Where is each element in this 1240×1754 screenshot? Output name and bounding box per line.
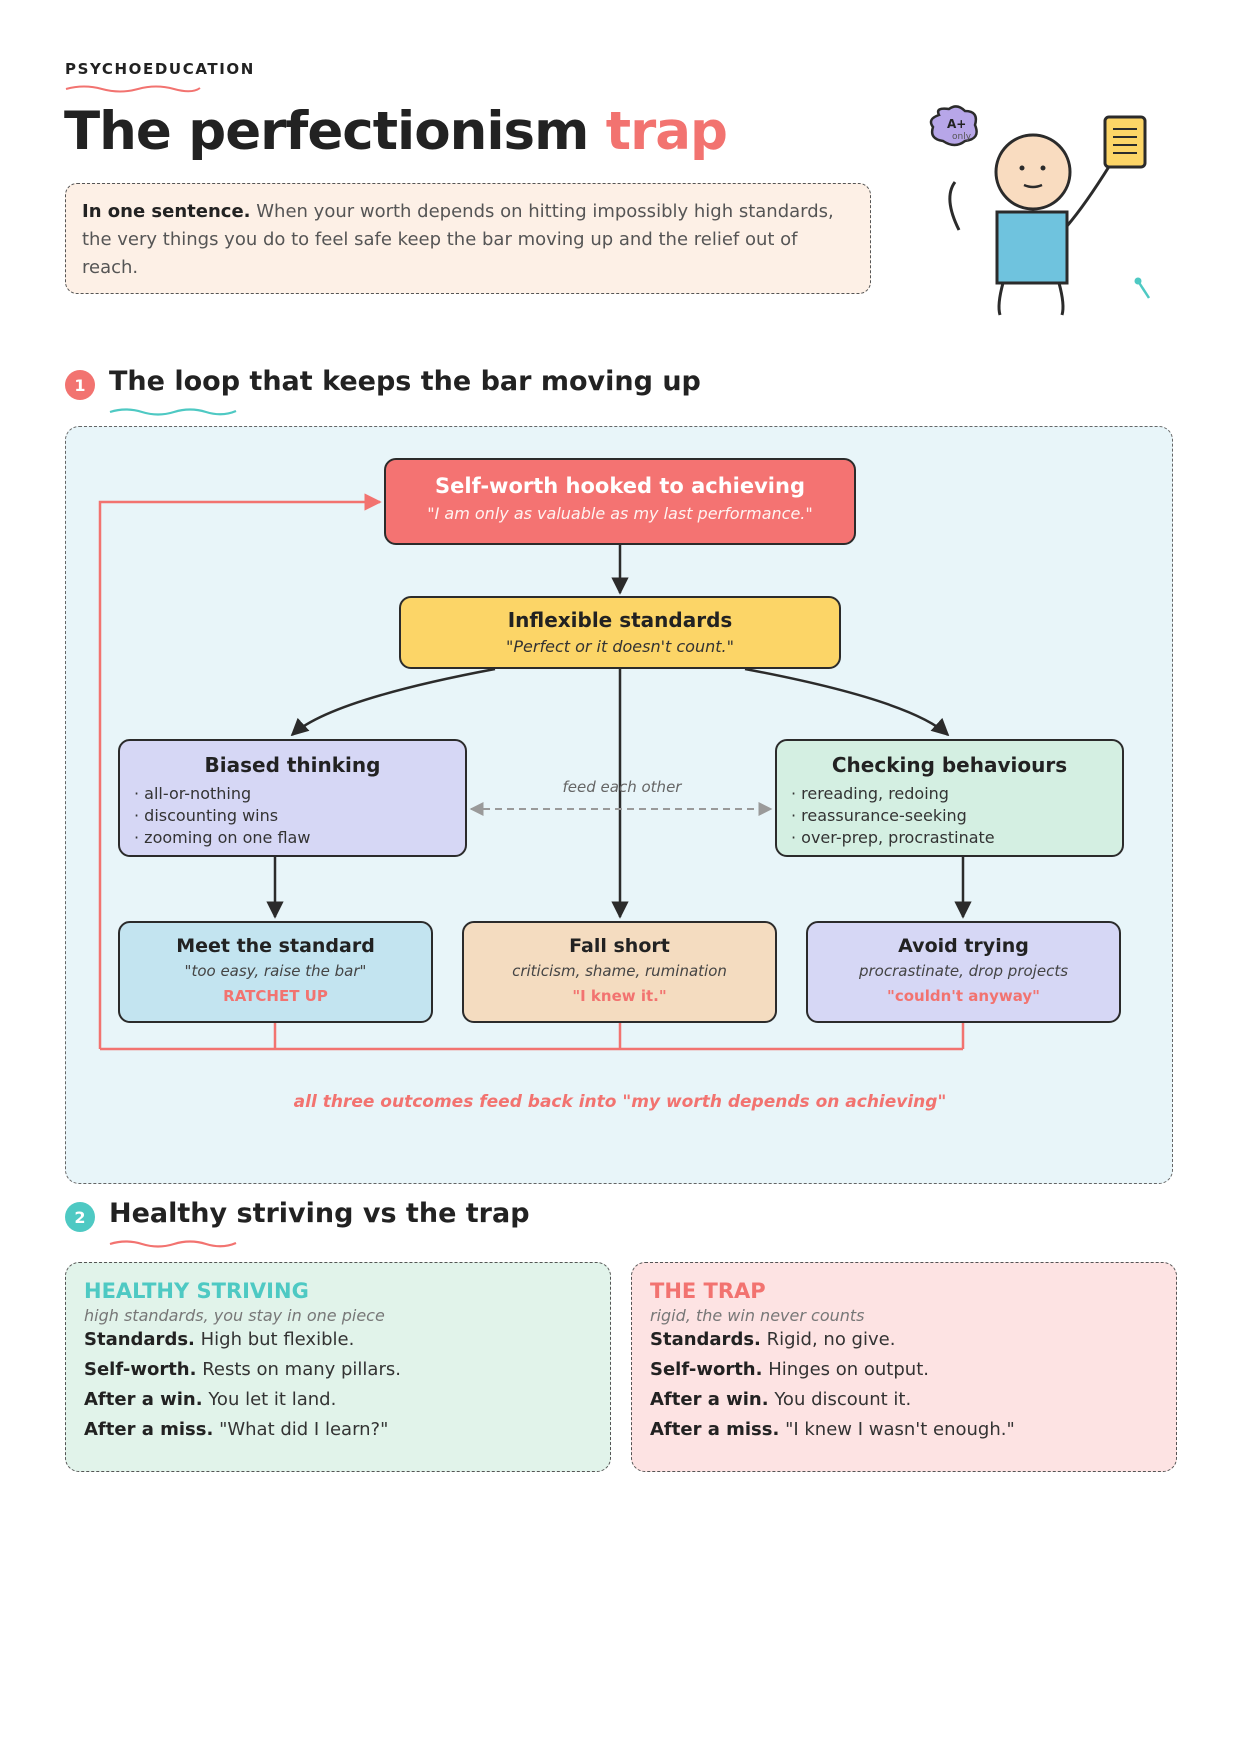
box-biased-thinking: Biased thinking · all-or-nothing · disco… xyxy=(118,739,467,857)
healthy-row-standards: Standards. High but flexible. xyxy=(84,1329,355,1351)
notepad-icon xyxy=(1103,115,1147,169)
section1-title: The loop that keeps the bar moving up xyxy=(109,366,701,397)
list-item: · rereading, redoing xyxy=(791,784,949,803)
healthy-striving-card: HEALTHY STRIVING high standards, you sta… xyxy=(65,1262,611,1472)
section1-number: 1 xyxy=(65,370,95,400)
figure-head xyxy=(994,133,1072,211)
list-item: · discounting wins xyxy=(134,806,279,825)
box-self-worth-quote: "I am only as valuable as my last perfor… xyxy=(427,504,813,523)
checking-list: · rereading, redoing · reassurance-seeki… xyxy=(777,783,1122,849)
figure-right-arm xyxy=(1065,164,1112,227)
eyebrow-underline xyxy=(65,85,201,93)
box-avoid-result: "couldn't anyway" xyxy=(887,987,1040,1005)
section1-underline xyxy=(109,408,237,416)
summary-lead: In one sentence. xyxy=(82,201,251,222)
trap-row-self-worth: Self-worth. Hinges on output. xyxy=(650,1359,929,1381)
badge-subtext: only xyxy=(952,132,972,142)
summary-text: When your worth depends on hitting impos… xyxy=(82,201,834,278)
figure-left-arm xyxy=(948,181,961,231)
box-self-worth: Self-worth hooked to achieving "I am onl… xyxy=(384,458,856,545)
trap-title: THE TRAP xyxy=(650,1279,766,1303)
summary-box: In one sentence. When your worth depends… xyxy=(65,183,871,294)
section2-underline xyxy=(109,1240,237,1248)
box-standards-title: Inflexible standards xyxy=(507,608,733,632)
biased-list: · all-or-nothing · discounting wins · zo… xyxy=(120,783,465,849)
box-checking-behaviours: Checking behaviours · rereading, redoing… xyxy=(775,739,1124,857)
eyebrow-label: PSYCHOEDUCATION xyxy=(65,60,255,78)
speech-bubble-icon: A+ only xyxy=(929,105,978,147)
box-meet-standard: Meet the standard "too easy, raise the b… xyxy=(118,921,433,1023)
figure-illustration: A+ only xyxy=(929,105,1151,316)
box-checking-title: Checking behaviours xyxy=(831,753,1068,777)
title-main: The perfectionism xyxy=(64,101,589,162)
box-meet-title: Meet the standard xyxy=(176,935,375,957)
trap-subtitle: rigid, the win never counts xyxy=(650,1306,865,1326)
section2-title: Healthy striving vs the trap xyxy=(109,1198,530,1229)
healthy-row-after-miss: After a miss. "What did I learn?" xyxy=(84,1419,389,1441)
trap-row-after-win: After a win. You discount it. xyxy=(650,1389,912,1411)
feed-each-other-label: feed each other xyxy=(562,778,682,796)
box-fall-sub: criticism, shame, rumination xyxy=(512,962,727,980)
box-avoid-title: Avoid trying xyxy=(898,935,1029,957)
list-item: · reassurance-seeking xyxy=(791,806,967,825)
title-accent: trap xyxy=(605,101,728,162)
trap-row-standards: Standards. Rigid, no give. xyxy=(650,1329,896,1351)
box-fall-short: Fall short criticism, shame, rumination … xyxy=(462,921,777,1023)
healthy-row-self-worth: Self-worth. Rests on many pillars. xyxy=(84,1359,401,1381)
loop-note: all three outcomes feed back into "my wo… xyxy=(293,1092,947,1112)
trap-row-after-miss: After a miss. "I knew I wasn't enough." xyxy=(650,1419,1015,1441)
healthy-title: HEALTHY STRIVING xyxy=(84,1279,309,1303)
box-standards-quote: "Perfect or it doesn't count." xyxy=(506,637,734,656)
list-item: · over-prep, procrastinate xyxy=(791,828,995,847)
healthy-subtitle: high standards, you stay in one piece xyxy=(84,1306,385,1326)
feedback-loop-line xyxy=(98,502,965,1051)
box-biased-title: Biased thinking xyxy=(204,753,381,777)
box-meet-result: RATCHET UP xyxy=(223,987,328,1005)
arrow-standards-to-biased xyxy=(290,667,496,737)
list-item: · zooming on one flaw xyxy=(134,828,311,847)
healthy-row-after-win: After a win. You let it land. xyxy=(84,1389,337,1411)
box-avoid-sub: procrastinate, drop projects xyxy=(858,962,1069,980)
figure-body xyxy=(995,210,1069,285)
the-trap-card: THE TRAP rigid, the win never counts Sta… xyxy=(631,1262,1177,1472)
section2-number: 2 xyxy=(65,1202,95,1232)
box-meet-sub: "too easy, raise the bar" xyxy=(184,962,367,980)
pin-icon xyxy=(1134,277,1151,299)
box-fall-result: "I knew it." xyxy=(572,987,667,1005)
box-avoid-trying: Avoid trying procrastinate, drop project… xyxy=(806,921,1121,1023)
badge-text: A+ xyxy=(947,117,966,131)
page-title: The perfectionism trap xyxy=(64,100,728,164)
list-item: · all-or-nothing xyxy=(134,784,252,803)
arrow-standards-to-checking xyxy=(744,667,950,737)
box-self-worth-title: Self-worth hooked to achieving xyxy=(435,474,805,498)
box-inflexible-standards: Inflexible standards "Perfect or it does… xyxy=(399,596,841,669)
box-fall-title: Fall short xyxy=(569,935,670,957)
